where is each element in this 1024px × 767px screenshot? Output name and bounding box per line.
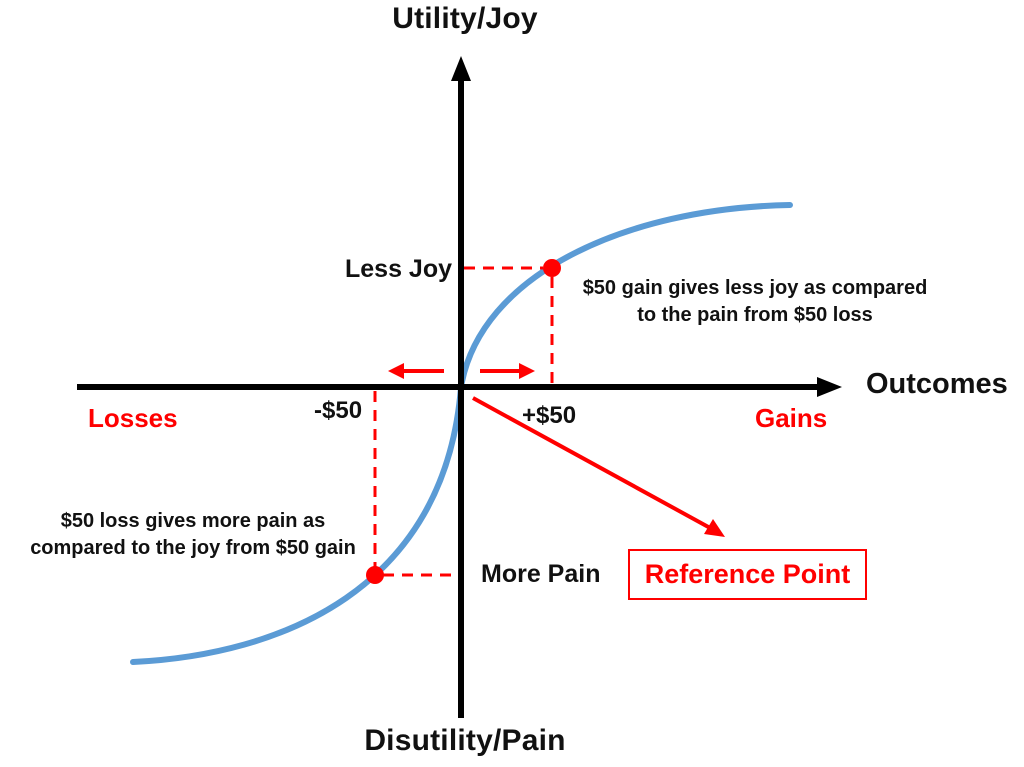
gain-annotation-line1: $50 gain gives less joy as compared: [582, 277, 928, 299]
right-shift-arrow-icon: [519, 363, 535, 379]
gain-annotation: $50 gain gives less joy as compared to t…: [565, 275, 945, 329]
reference-point-arrow-icon: [704, 519, 725, 537]
gain-point-dot: [543, 259, 561, 277]
less-joy-label: Less Joy: [344, 255, 452, 283]
loss-amount-label: -$50: [314, 397, 363, 424]
more-pain-label: More Pain: [481, 560, 601, 588]
left-shift-arrow-icon: [388, 363, 404, 379]
reference-point-box: Reference Point: [628, 549, 867, 600]
y-axis-negative-title: Disutility/Pain: [364, 724, 566, 757]
reference-point-label: Reference Point: [644, 559, 851, 589]
loss-annotation-line2: compared to the joy from $50 gain: [30, 537, 356, 559]
gain-annotation-line2: to the pain from $50 loss: [637, 304, 873, 326]
loss-annotation: $50 loss gives more pain as compared to …: [0, 508, 386, 562]
reference-point-arrow-shaft: [472, 396, 713, 531]
y-axis-positive-title: Utility/Joy: [392, 2, 538, 35]
x-axis-title: Outcomes: [866, 368, 1008, 400]
loss-point-dot: [366, 566, 384, 584]
gain-amount-label: +$50: [522, 402, 577, 429]
loss-annotation-line1: $50 loss gives more pain as: [60, 510, 326, 532]
x-axis-arrowhead-icon: [817, 377, 842, 397]
losses-label: Losses: [88, 403, 178, 433]
y-axis-arrowhead-icon: [451, 56, 471, 81]
gains-label: Gains: [755, 403, 828, 433]
